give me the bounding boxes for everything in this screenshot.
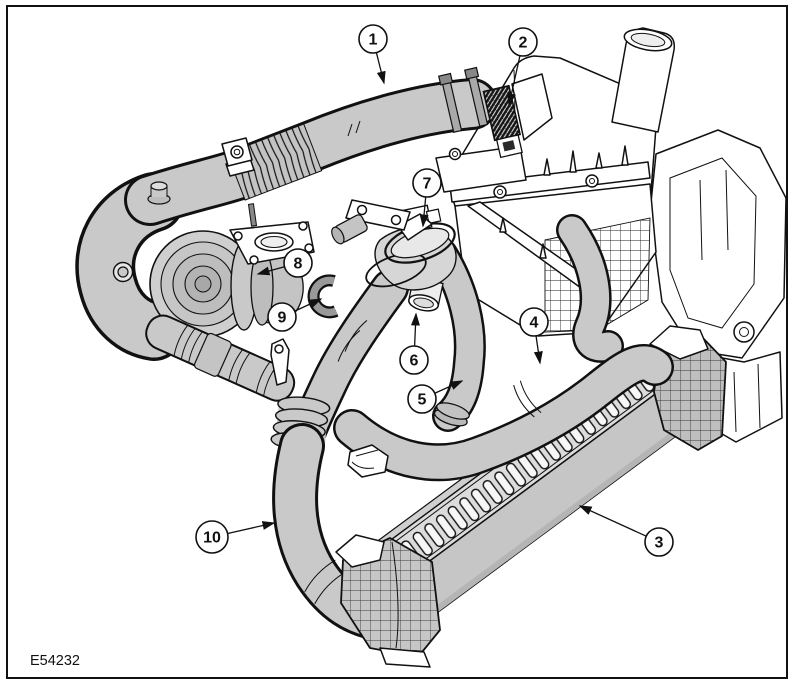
turbo-outlet-pipe-illustration [145, 314, 296, 402]
air-control-valve-illustration [270, 199, 457, 386]
callout-1: 1 [358, 24, 388, 85]
figure-border [6, 5, 788, 679]
callout-leader-7 [419, 196, 429, 228]
hose-clamp-right [464, 66, 489, 127]
callout-leader-5 [434, 380, 464, 394]
callout-leader-10 [227, 521, 276, 535]
callout-leader-9 [294, 298, 323, 312]
callout-circle-9 [267, 302, 297, 332]
callout-circle-7 [412, 168, 442, 198]
callout-circle-2 [508, 27, 538, 57]
callout-4: 4 [519, 307, 549, 365]
callout-number-3: 3 [655, 535, 664, 552]
intercooler-left-end-tank [335, 534, 441, 668]
callout-leader-8 [256, 266, 285, 276]
callouts-layer: 1 2 3 4 5 6 7 8 9 10 [195, 24, 674, 557]
callout-leader-6 [411, 312, 420, 347]
callout-number-10: 10 [203, 530, 221, 547]
callout-number-7: 7 [423, 176, 432, 193]
charge-air-pipe-illustration [426, 238, 486, 432]
callout-number-1: 1 [369, 32, 378, 49]
callout-6: 6 [399, 312, 429, 375]
callout-3: 3 [578, 505, 674, 557]
callout-circle-10 [195, 520, 229, 554]
valve-side-stub [331, 214, 368, 245]
valve-bracket [345, 199, 433, 241]
callout-circle-3 [644, 527, 674, 557]
callout-circle-5 [407, 384, 437, 414]
vacuum-port-fitting [147, 181, 171, 205]
intercooler-inlet-hose-illustration [333, 344, 674, 482]
callout-5: 5 [407, 380, 464, 414]
hose-bracket [221, 137, 255, 177]
callout-number-9: 9 [278, 310, 287, 327]
figure-code: E54232 [30, 653, 80, 669]
callout-circle-8 [283, 248, 313, 278]
callout-number-8: 8 [294, 256, 303, 273]
hose-mount-clip [347, 444, 389, 478]
turbocharger-illustration [149, 203, 315, 338]
outlet-hose-illustration [556, 214, 624, 363]
callout-circle-4 [519, 307, 549, 337]
callout-leader-4 [533, 335, 543, 365]
callout-9: 9 [267, 298, 323, 332]
hose-clamp-illustration [307, 274, 339, 319]
pipe-collar [433, 402, 470, 427]
callout-circle-1 [358, 24, 388, 54]
callout-number-6: 6 [410, 353, 419, 370]
callout-8: 8 [256, 248, 313, 278]
callout-number-4: 4 [530, 315, 539, 332]
callout-number-5: 5 [418, 392, 427, 409]
callout-leader-2 [507, 55, 521, 107]
callout-leader-1 [375, 52, 386, 85]
hanging-tab-bracket [270, 338, 290, 386]
callout-10: 10 [195, 520, 276, 554]
callout-leader-3 [578, 505, 647, 537]
callout-number-2: 2 [519, 35, 528, 52]
corrugated-hose-section [226, 123, 323, 201]
callout-7: 7 [412, 168, 442, 228]
hose-clamp-left [438, 72, 463, 133]
air-intake-hose-illustration [75, 66, 498, 361]
callout-2: 2 [507, 27, 538, 107]
callout-circle-6 [399, 345, 429, 375]
